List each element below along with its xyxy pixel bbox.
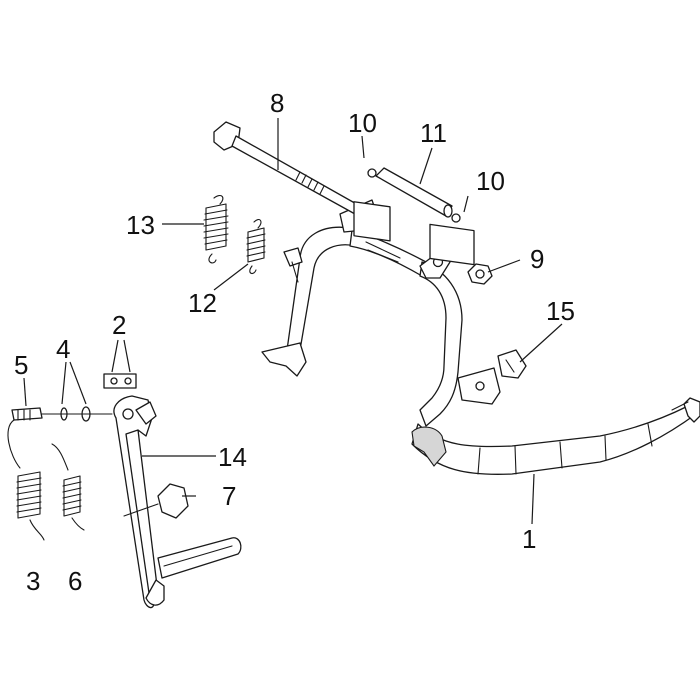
spring-3 <box>7 419 45 541</box>
side-stand <box>113 395 242 609</box>
callout-9: 9 <box>530 244 544 274</box>
callout-1: 1 <box>522 524 536 554</box>
callout-2: 2 <box>112 310 126 340</box>
bracket-plate <box>103 373 137 389</box>
spacer-tube <box>375 167 453 218</box>
callout-14: 14 <box>218 442 247 472</box>
callout-12: 12 <box>188 288 217 318</box>
callout-7: 7 <box>222 481 236 511</box>
nut <box>467 263 493 285</box>
pivot-pin <box>11 406 113 422</box>
callout-11: 11 <box>420 118 447 148</box>
spring-13 <box>203 195 229 264</box>
pivot-bolt <box>213 121 361 215</box>
center-stand <box>261 199 700 475</box>
rubber-bumper <box>497 349 527 379</box>
callout-6: 6 <box>68 566 82 596</box>
callout-3: 3 <box>26 566 40 596</box>
leader-lines <box>23 118 563 525</box>
washer-upper <box>353 168 391 242</box>
rubber-stop <box>123 483 189 519</box>
washer-lower <box>429 213 475 266</box>
callout-13: 13 <box>126 210 155 240</box>
callout-10-upper: 10 <box>348 108 377 138</box>
spring-12 <box>246 219 266 275</box>
callout-15: 15 <box>546 296 575 326</box>
callout-5: 5 <box>14 350 28 380</box>
callout-8: 8 <box>270 88 284 118</box>
callout-4: 4 <box>56 334 70 364</box>
callout-10-lower: 10 <box>476 166 505 196</box>
spring-6 <box>51 443 85 531</box>
